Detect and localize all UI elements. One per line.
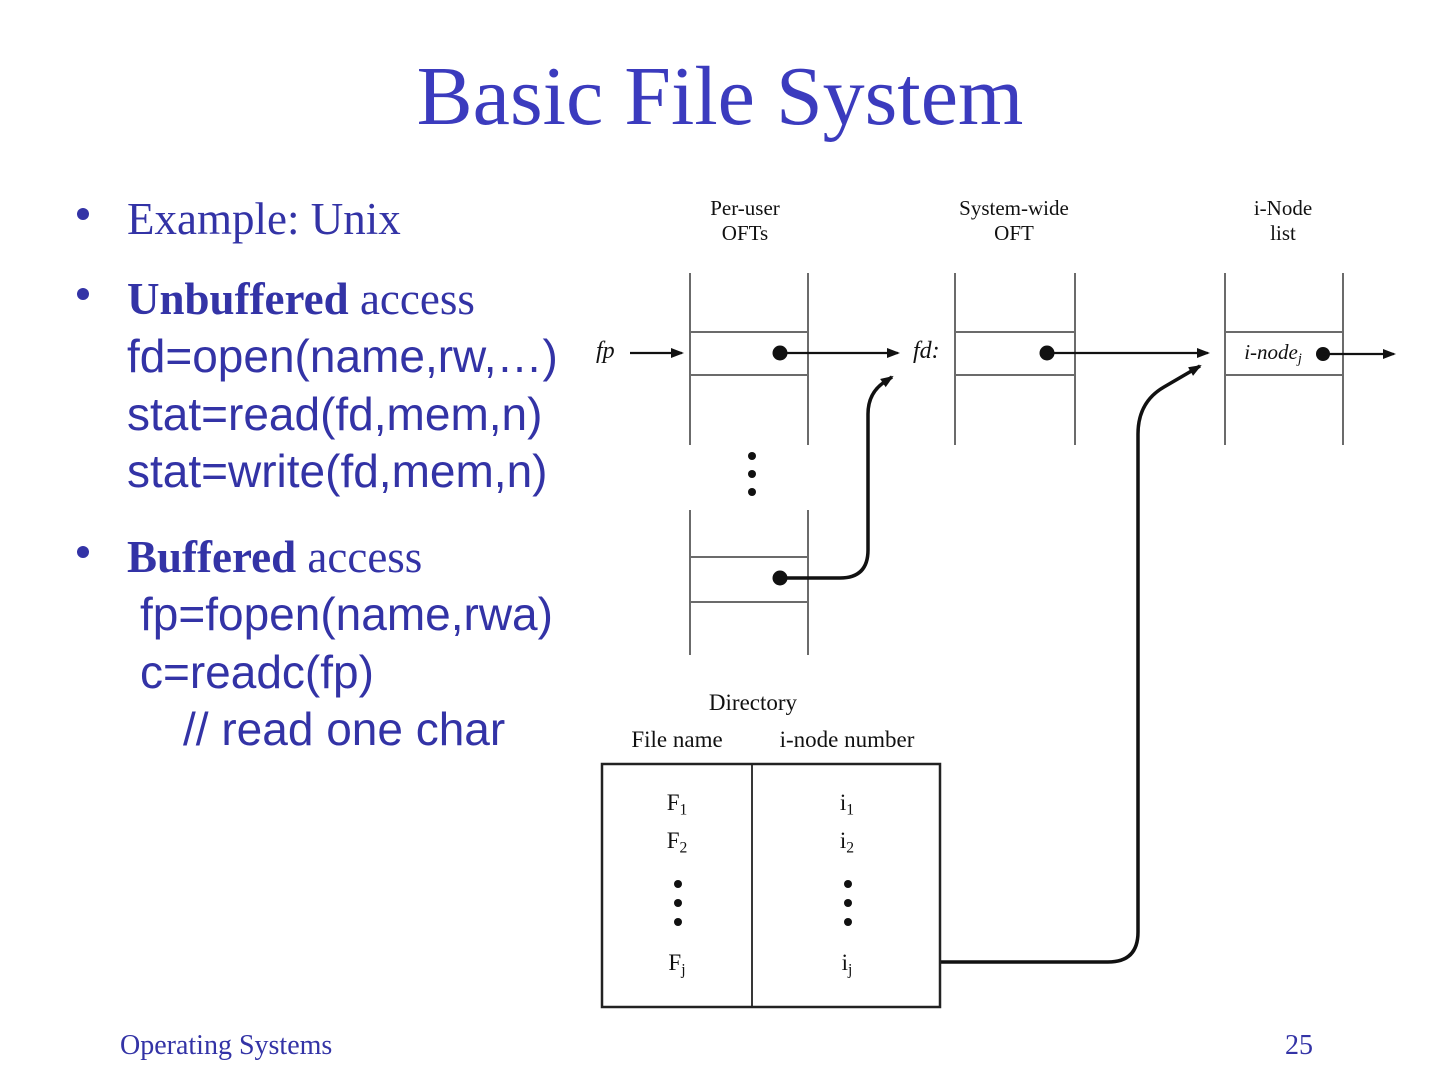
dir-row-i2: i2: [839, 828, 855, 857]
inode-cell-label: i-nodej: [1244, 340, 1302, 367]
inode-list-table: [1224, 273, 1344, 445]
bullet-unbuffered-access: Unbuffered access: [127, 274, 475, 326]
directory-table: [600, 762, 942, 1009]
code-line-fp-fopen: fp=fopen(name,rwa): [140, 588, 553, 640]
page-title: Basic File System: [416, 50, 1024, 143]
ellipsis-dots: [748, 452, 756, 496]
inode-list-label: i-Node list: [1253, 196, 1313, 245]
buffered-rest-text: access: [296, 532, 423, 582]
bullet-icon: [77, 288, 89, 300]
buffered-fd-arrow: [780, 375, 894, 580]
unbuffered-rest-text: access: [348, 274, 475, 324]
dir-row-f2: F2: [666, 828, 688, 857]
per-user-ofts-label: Per-user OFTs: [710, 196, 780, 245]
per-user-oft-table: [689, 273, 809, 445]
inode-cell-subscript: j: [1297, 350, 1302, 367]
file-name-header: File name: [631, 727, 723, 752]
bullet-icon: [77, 208, 89, 220]
system-wide-oft-label: System-wide OFT: [959, 196, 1069, 245]
code-comment-read-one-char: // read one char: [183, 703, 506, 755]
code-line-stat-write: stat=write(fd,mem,n): [127, 445, 548, 497]
footer-course: Operating Systems: [120, 1030, 333, 1061]
code-line-stat-read: stat=read(fd,mem,n): [127, 388, 543, 440]
bullet-buffered-access: Buffered access: [127, 532, 422, 584]
code-line-c-readc: c=readc(fp): [140, 646, 374, 698]
dir-row-fj: Fj: [668, 950, 686, 979]
dir-row-ij: ij: [841, 950, 853, 979]
system-wide-oft-table: [954, 273, 1076, 445]
fd-label: fd:: [913, 338, 940, 364]
inode-number-header: i-node number: [779, 727, 915, 752]
pointer-dots: [772, 345, 1330, 586]
dir-row-f1: F1: [666, 790, 688, 819]
fp-label: fp: [596, 338, 615, 364]
per-user-oft-table-lower: [689, 510, 809, 655]
ellipsis-dots: [674, 880, 852, 926]
bullet-icon: [77, 546, 89, 558]
dir-row-i1: i1: [839, 790, 855, 819]
unbuffered-bold-text: Unbuffered: [127, 274, 349, 324]
directory-title: Directory: [708, 690, 798, 715]
code-line-fd-open: fd=open(name,rw,…): [127, 330, 558, 382]
directory-to-inode-arrow: [941, 364, 1202, 964]
buffered-bold-text: Buffered: [127, 532, 297, 582]
bullet-example-unix: Example: Unix: [127, 194, 401, 244]
page-number: 25: [1285, 1030, 1313, 1061]
